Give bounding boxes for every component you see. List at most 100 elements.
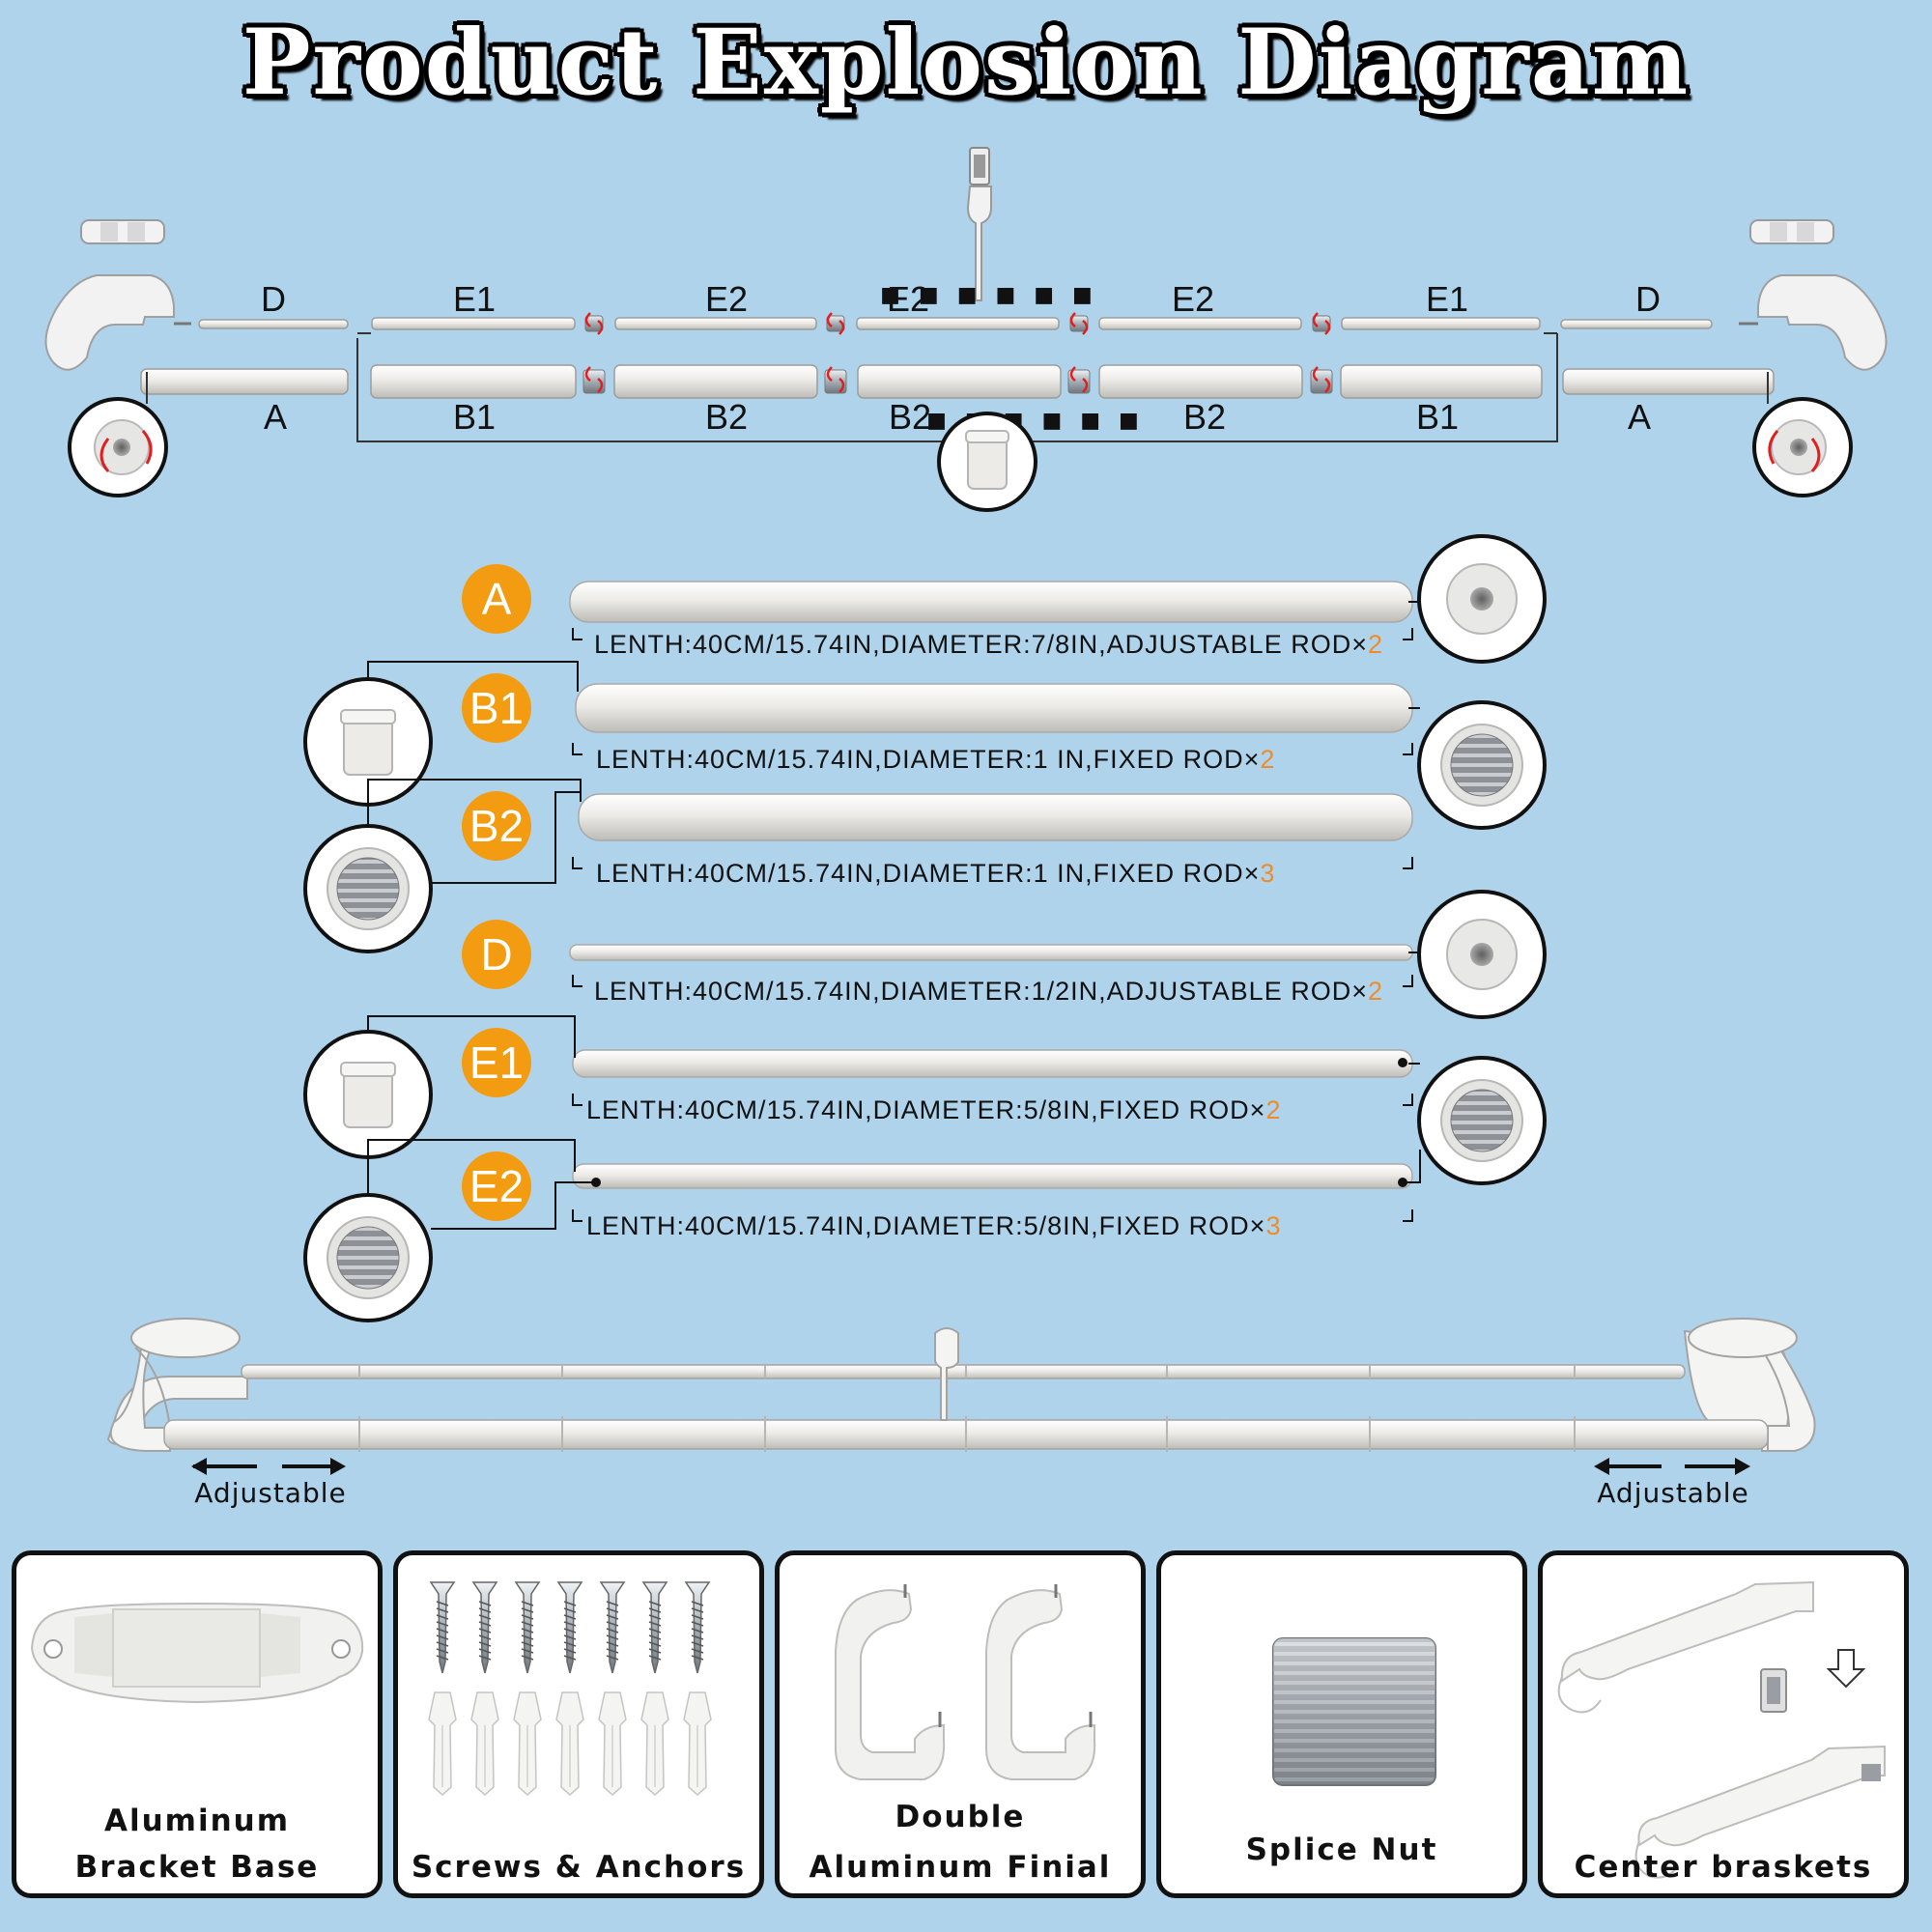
- rod-image: [569, 944, 1413, 961]
- adjustable-indicator-right: Adjustable: [1594, 1458, 1750, 1509]
- twist-arrow-icon: [1082, 320, 1089, 335]
- top-rod-label: E1: [1426, 279, 1468, 319]
- screw-icon: [641, 1581, 668, 1674]
- part-row-e1: E1LENTH:40CM/15.74IN,DIAMETER:5/8IN,FIXE…: [367, 1015, 1420, 1124]
- splice-nut-top: [826, 315, 845, 332]
- top-rod-segment: [1560, 319, 1713, 329]
- accessory-card-bracket-base: Aluminum Bracket Base: [12, 1550, 383, 1898]
- twist-arrow-icon: [584, 312, 591, 327]
- twist-arrow-icon: [1324, 320, 1331, 335]
- splice-nut-bottom: [582, 369, 606, 394]
- part-row-a: ALENTH:40CM/15.74IN,DIAMETER:7/8IN,ADJUS…: [462, 564, 1420, 659]
- twist-arrow-icon: [584, 366, 591, 382]
- center-bracket-top: [966, 147, 992, 301]
- finial-right: [1757, 274, 1888, 371]
- top-ellipsis: ■ ■ ■ ■ ■ ■: [880, 283, 1098, 307]
- twist-arrow-icon: [1069, 312, 1076, 327]
- part-start-detail: [303, 677, 433, 807]
- bottom-rod-label: B2: [1183, 397, 1226, 437]
- splice-nut-bottom: [1067, 369, 1091, 394]
- part-badge: [462, 920, 531, 989]
- part-spec: LENTH:40CM/15.74IN,DIAMETER:1/2IN,ADJUST…: [594, 977, 1383, 1006]
- bottom-rod-label: B1: [453, 397, 496, 437]
- part-end-detail: [1417, 534, 1547, 664]
- part-badge: [462, 564, 531, 634]
- accessory-label-line2: Screws & Anchors: [411, 1850, 747, 1885]
- page-title: Product Explosion Diagram: [242, 10, 1690, 116]
- splice-nut-bottom: [824, 369, 847, 394]
- screw-icon: [471, 1581, 498, 1674]
- twist-arrow-icon: [1312, 312, 1319, 327]
- part-spec: LENTH:40CM/15.74IN,DIAMETER:1 IN,FIXED R…: [596, 745, 1275, 774]
- screw-icon: [514, 1581, 541, 1674]
- bottom-rod-label: B2: [705, 397, 748, 437]
- anchor-icon: [470, 1691, 499, 1797]
- accessory-label-line2: Splice Nut: [1245, 1833, 1438, 1867]
- twist-arrow-icon: [826, 366, 833, 382]
- end-cap-detail-left: [68, 397, 168, 497]
- bottom-rod-label: A: [1628, 397, 1651, 437]
- twist-arrow-icon: [1069, 366, 1076, 382]
- anchor-icon: [513, 1691, 542, 1797]
- adjustable-label-left: Adjustable: [194, 1477, 346, 1509]
- finial-left: [44, 274, 175, 371]
- screw-icon: [684, 1581, 711, 1674]
- adjustable-label-right: Adjustable: [1597, 1477, 1748, 1509]
- rod-image: [572, 1049, 1413, 1078]
- part-badge: [462, 1028, 531, 1097]
- adjustable-indicator-left: Adjustable: [191, 1458, 346, 1509]
- top-rod-segment: [1341, 317, 1541, 330]
- part-row-e2: E2LENTH:40CM/15.74IN,DIAMETER:5/8IN,FIXE…: [367, 1139, 1413, 1240]
- parts-list: ALENTH:40CM/15.74IN,DIAMETER:7/8IN,ADJUS…: [303, 534, 1547, 1322]
- bottom-rod-segment: [140, 368, 349, 395]
- top-rod-segment: [856, 317, 1060, 330]
- anchor-icon: [683, 1691, 712, 1797]
- part-code: A: [482, 574, 512, 624]
- accessory-label-line2: Center braskets: [1574, 1850, 1873, 1885]
- twist-arrow-icon: [597, 378, 604, 393]
- part-badge: [462, 1151, 531, 1221]
- top-rod-label: D: [261, 279, 286, 319]
- screws-anchors-image: [428, 1581, 712, 1797]
- part-end-detail: [1417, 1056, 1547, 1185]
- twist-arrow-icon: [838, 378, 845, 393]
- top-rod-segment: [614, 317, 817, 330]
- bottom-rod-segment: [370, 364, 577, 399]
- twist-arrow-icon: [1324, 378, 1331, 393]
- screw-icon: [599, 1581, 626, 1674]
- part-code: D: [480, 929, 512, 980]
- bottom-rod-label: A: [264, 397, 287, 437]
- bottom-rod-segment: [857, 364, 1062, 399]
- part-start-detail: [303, 824, 433, 953]
- part-start-detail: [303, 1030, 433, 1159]
- bracket-base-right: [1749, 219, 1834, 244]
- part-spec: LENTH:40CM/15.74IN,DIAMETER:5/8IN,FIXED …: [586, 1211, 1281, 1240]
- assembled-rod: [106, 1318, 1816, 1452]
- anchor-icon: [555, 1691, 584, 1797]
- part-spec: LENTH:40CM/15.74IN,DIAMETER:1 IN,FIXED R…: [596, 859, 1275, 888]
- bottom-rod-label: B2: [889, 397, 931, 437]
- top-rods: [140, 312, 1775, 399]
- accessory-label-line1: Double: [895, 1800, 1026, 1834]
- rod-image: [572, 1163, 1413, 1189]
- part-start-detail: [303, 1193, 433, 1322]
- top-rod-segment: [198, 319, 349, 329]
- anchor-icon: [598, 1691, 627, 1797]
- connector-detail-center: [937, 412, 1037, 512]
- bottom-rod-segment: [1098, 364, 1303, 399]
- part-spec: LENTH:40CM/15.74IN,DIAMETER:5/8IN,FIXED …: [586, 1095, 1281, 1124]
- splice-nut-top: [1312, 315, 1331, 332]
- top-rod-label: E2: [705, 279, 748, 319]
- part-badge: [462, 673, 531, 743]
- splice-nut-bottom: [1310, 369, 1333, 394]
- bracket-base-left: [80, 219, 165, 244]
- anchor-icon: [428, 1691, 457, 1797]
- top-rod-segment: [1098, 317, 1302, 330]
- part-code: B1: [469, 683, 524, 733]
- accessory-card-finial: Double Aluminum Finial: [775, 1550, 1146, 1898]
